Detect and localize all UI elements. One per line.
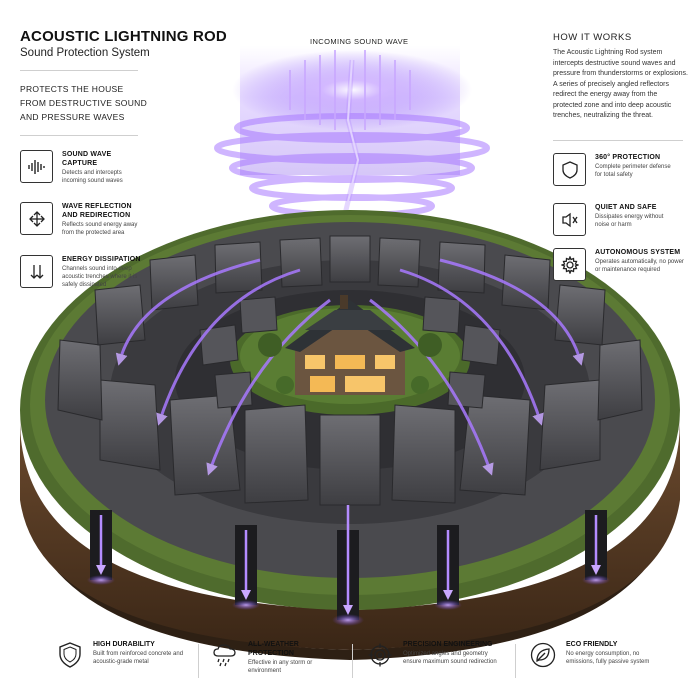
bottom-separator (198, 644, 199, 678)
feature-desc: Dissipates energy without noise or harm (595, 214, 664, 228)
redirect-arrows (115, 258, 585, 476)
down-arrows-icon (20, 255, 53, 288)
feature-autonomous-system: AUTONOMOUS SYSTEM Operates automatically… (553, 248, 685, 281)
redirect-arrows-icon (20, 202, 53, 235)
feature-sound-wave-capture: SOUND WAVE CAPTURE Detects and intercept… (20, 150, 147, 185)
bottom-separator (352, 644, 353, 678)
feature-desc: No energy consumption, no emissions, ful… (566, 651, 650, 665)
bottom-feature-high-durability: HIGH DURABILITY Built from reinforced co… (55, 640, 193, 670)
how-it-works-title: HOW IT WORKS (553, 32, 632, 43)
incoming-wave-label: INCOMING SOUND WAVE (310, 37, 409, 46)
protected-house (258, 295, 442, 395)
sound-wave-icon (20, 150, 53, 183)
bottom-separator (515, 644, 516, 678)
bottom-feature-all-weather: ALL-WEATHER PROTECTION Effective in any … (210, 640, 323, 675)
feature-energy-dissipation: ENERGY DISSIPATION Channels sound into d… (20, 255, 147, 289)
feature-desc: Effective in any storm or environment (248, 660, 313, 674)
feature-desc: Detects and intercepts incoming sound wa… (62, 170, 123, 184)
feature-title: 360° PROTECTION (595, 154, 661, 161)
page-subtitle: Sound Protection System (20, 47, 150, 59)
feature-desc: Reflects sound energy away from the prot… (62, 222, 138, 236)
gear-icon (553, 248, 586, 281)
feature-title: WAVE REFLECTION AND REDIRECTION (62, 203, 132, 219)
shield-icon (553, 153, 586, 186)
speaker-mute-icon (553, 203, 586, 236)
bottom-feature-precision: PRECISION ENGINEERING Optimized angles a… (365, 640, 513, 670)
reflector-panels (57, 235, 643, 506)
crosshair-icon (365, 640, 395, 670)
page-title: ACOUSTIC LIGHTNING ROD (20, 28, 227, 45)
feature-360-protection: 360° PROTECTION Complete perimeter defen… (553, 153, 675, 186)
how-it-works-text: The Acoustic Lightning Rod system interc… (553, 49, 688, 119)
feature-desc: Channels sound into deep acoustic trench… (62, 266, 138, 288)
feature-title: AUTONOMOUS SYSTEM (595, 249, 681, 256)
leaf-icon (528, 640, 558, 670)
feature-title: PRECISION ENGINEERING (403, 641, 493, 648)
acoustic-trenches (87, 505, 610, 626)
feature-title: ENERGY DISSIPATION (62, 256, 141, 263)
feature-desc: Operates automatically, no power or main… (595, 259, 684, 273)
bottom-feature-eco-friendly: ECO FRIENDLY No energy consumption, no e… (528, 640, 661, 670)
feature-title: ECO FRIENDLY (566, 641, 618, 648)
feature-desc: Optimized angles and geometry ensure max… (403, 651, 497, 665)
feature-title: ALL-WEATHER PROTECTION (248, 641, 299, 657)
weather-cloud-icon (210, 640, 240, 670)
inner-reflectors (199, 296, 501, 409)
feature-desc: Built from reinforced concrete and acous… (93, 651, 184, 665)
feature-title: QUIET AND SAFE (595, 204, 657, 211)
feature-title: HIGH DURABILITY (93, 641, 155, 648)
shield-icon (55, 640, 85, 670)
feature-wave-reflection: WAVE REFLECTION AND REDIRECTION Reflects… (20, 202, 147, 237)
feature-title: SOUND WAVE CAPTURE (62, 151, 112, 167)
feature-desc: Complete perimeter defense for total saf… (595, 164, 671, 178)
header-divider (20, 70, 138, 71)
tagline-divider (20, 135, 138, 136)
tagline: PROTECTS THE HOUSE FROM DESTRUCTIVE SOUN… (20, 84, 148, 122)
how-divider (553, 140, 683, 141)
feature-quiet-and-safe: QUIET AND SAFE Dissipates energy without… (553, 203, 675, 236)
